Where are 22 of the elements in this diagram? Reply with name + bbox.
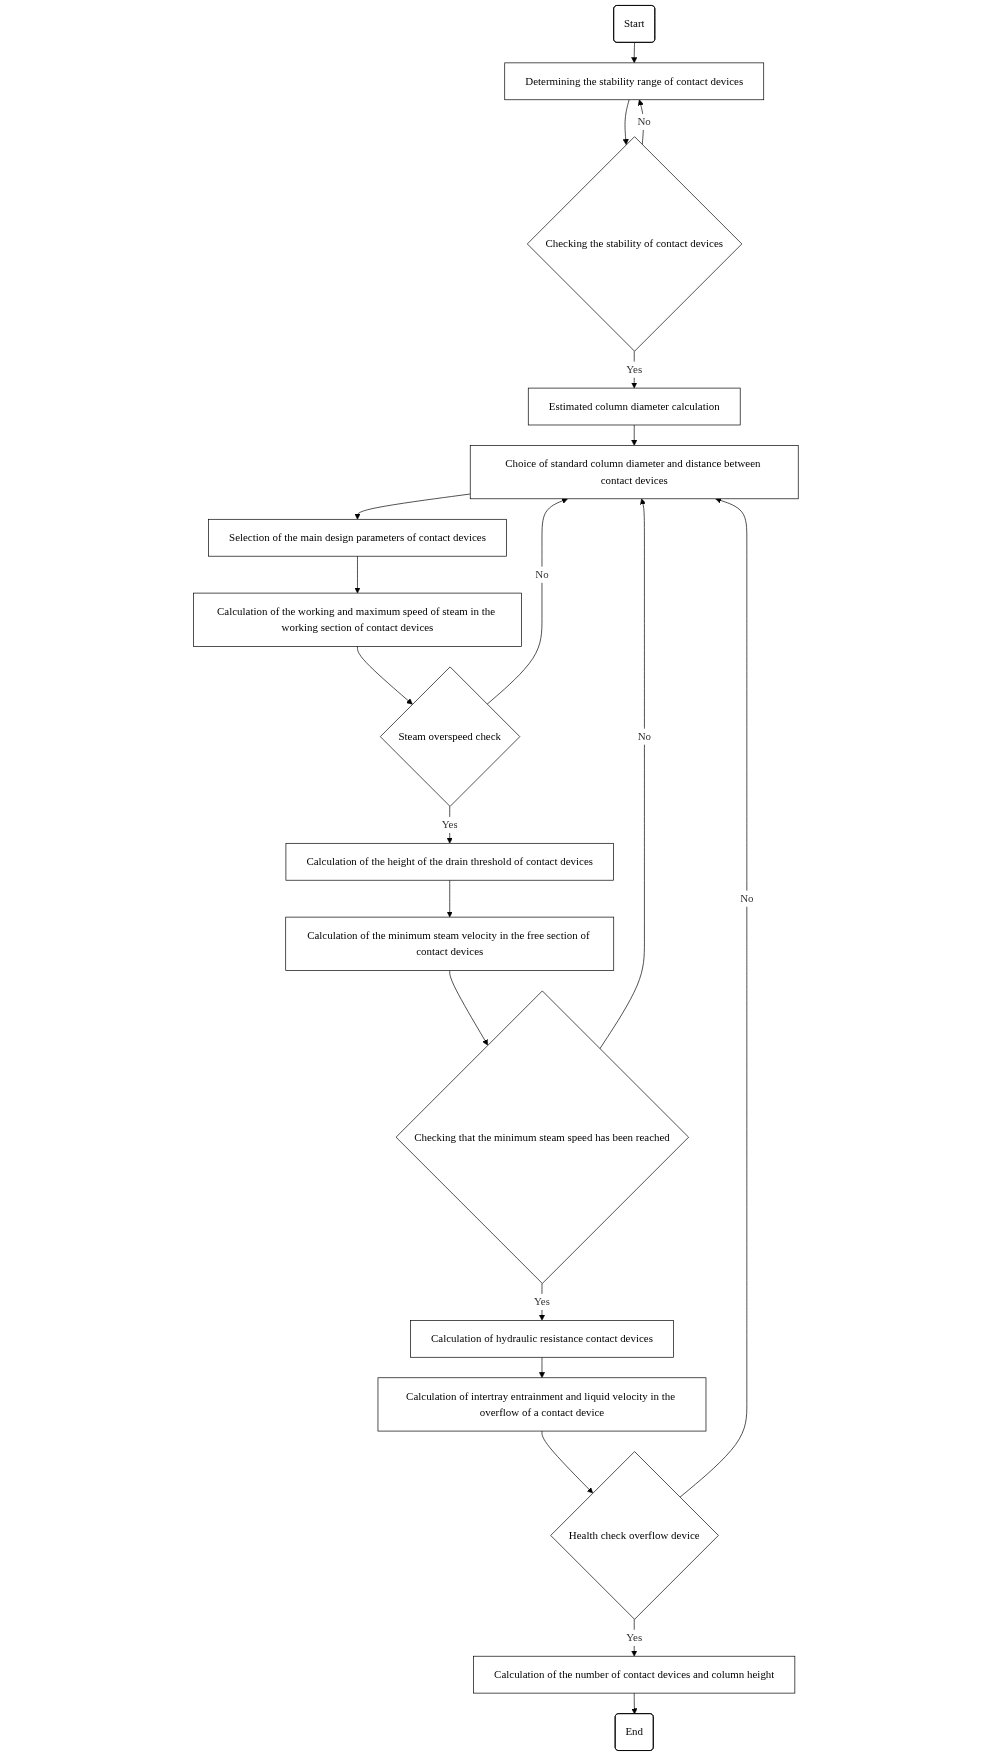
node-diamond: Steam overspeed check (379, 666, 520, 807)
node-diamond: Checking the stability of contact devices (526, 136, 742, 352)
node-box: Calculation of hydraulic resistance contact devices (409, 1320, 674, 1358)
edge-label: No (739, 892, 754, 905)
edge-label: Yes (441, 818, 458, 831)
node-box: Calculation of the minimum steam velocity in the free section of contact devices (285, 916, 614, 971)
edge-label: No (534, 568, 549, 581)
node-box: Calculation of intertray entrainment and liquid velocity in the overflow of a contact device (377, 1377, 706, 1432)
node-box: Selection of the main design parameters of contact devices (207, 518, 507, 557)
node-box: Calculation of the number of contact devices and column height (472, 1655, 795, 1694)
node-box: Estimated column diameter calculation (527, 387, 741, 426)
edge-label: Yes (625, 1631, 642, 1644)
node-diamond: Checking that the minimum steam speed has been reached (395, 990, 689, 1284)
node-box: Calculation of the working and maximum speed of steam in the working section of contact devices (192, 592, 522, 647)
node-diamond: Health check overflow device (550, 1451, 719, 1620)
edge-label: No (637, 115, 651, 128)
node-box: Choice of standard column diameter and distance between contact devices (469, 445, 799, 500)
node-box: Calculation of the height of the drain threshold of contact devices (285, 842, 614, 881)
edge-label: Yes (625, 363, 642, 376)
node-box: Determining the stability range of contact devices (504, 62, 764, 101)
edge-label: Yes (533, 1295, 550, 1308)
edge-label: No (637, 730, 651, 743)
